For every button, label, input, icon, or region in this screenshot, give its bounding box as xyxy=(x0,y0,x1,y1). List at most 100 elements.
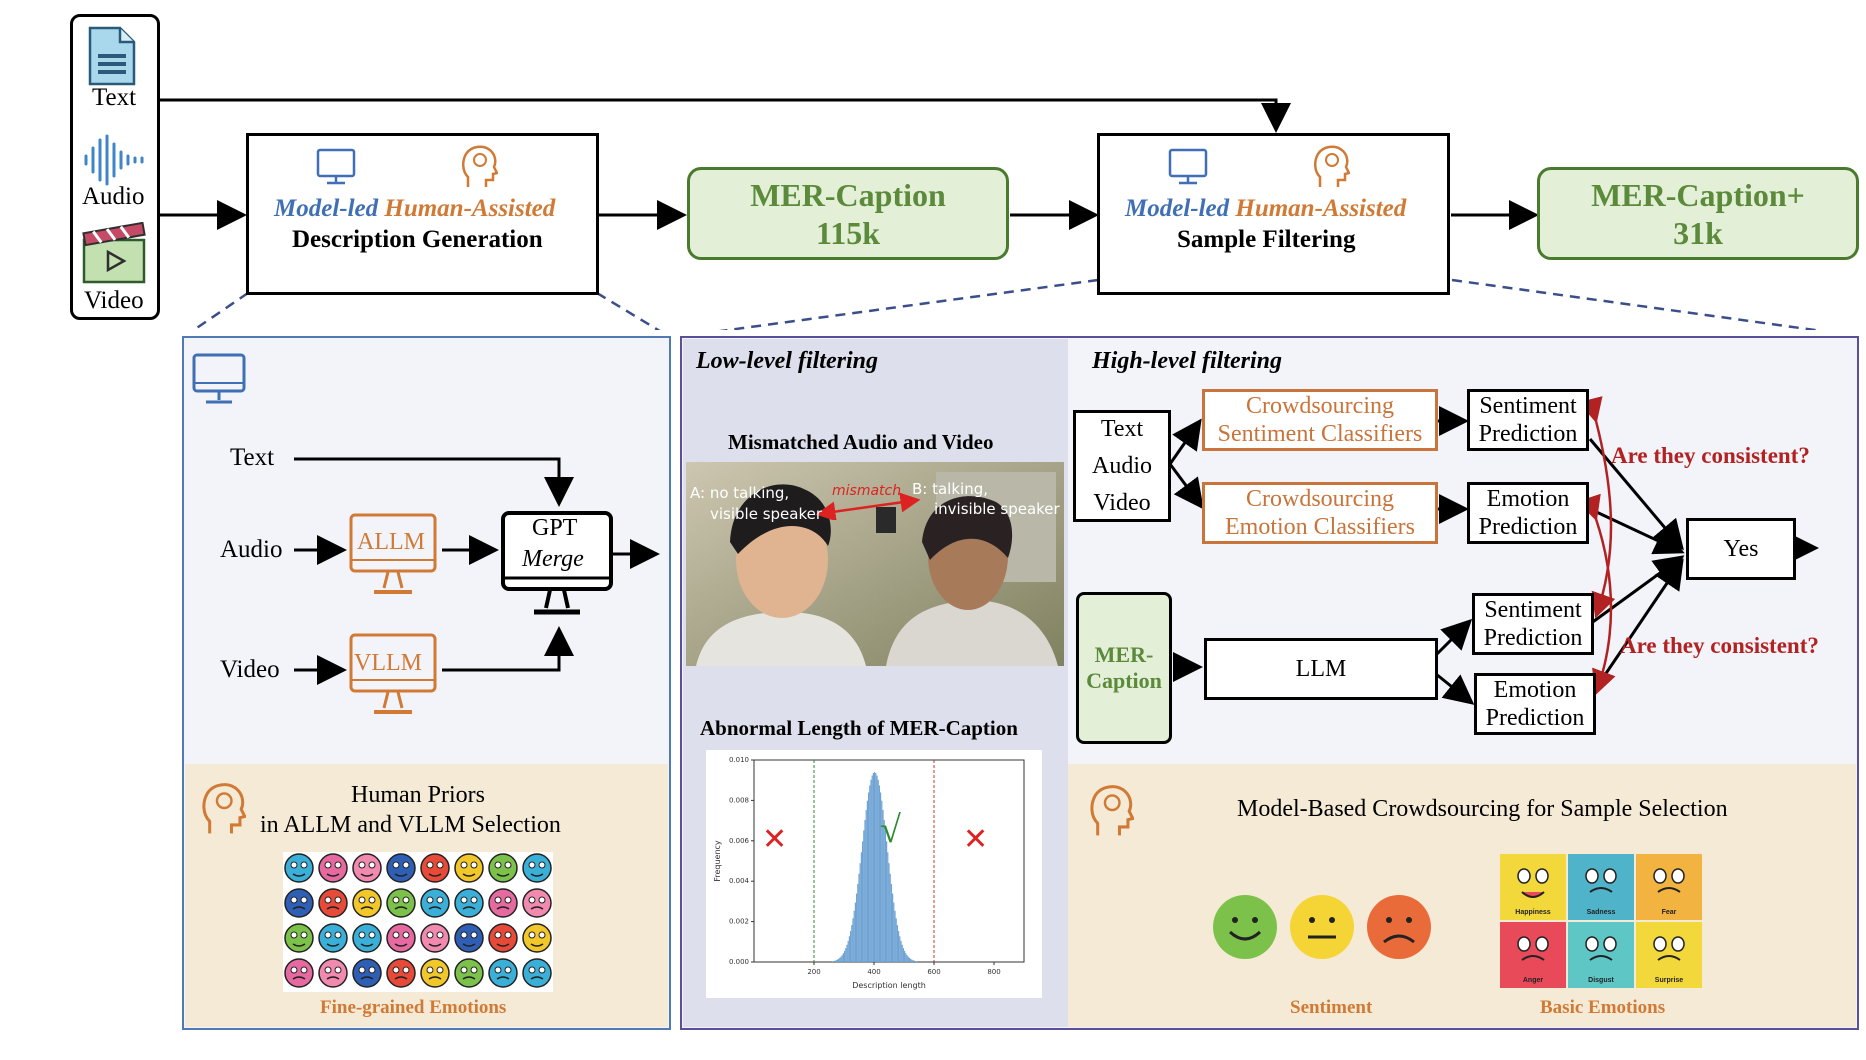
human-head-icon xyxy=(1090,785,1134,836)
sentiment-prediction-box-1: Sentiment Prediction xyxy=(1467,389,1589,451)
high-level-connectors xyxy=(1168,396,1819,705)
emotion-cell-label: Happiness xyxy=(1515,909,1551,916)
emoji-face-icon xyxy=(488,923,518,953)
emoji-face-icon xyxy=(318,853,348,883)
emo-pred-1-line2: Prediction xyxy=(1478,514,1578,540)
histogram-bar xyxy=(882,809,884,962)
histogram-bar xyxy=(865,809,867,962)
human-head-icon xyxy=(202,783,246,834)
histogram-bar xyxy=(856,893,858,962)
histogram-bar xyxy=(839,957,841,962)
histogram-bar xyxy=(863,830,865,962)
emotion-prediction-box-1: Emotion Prediction xyxy=(1467,482,1589,544)
histogram-bar xyxy=(842,953,844,962)
hl-input-box: Text Audio Video xyxy=(1073,410,1171,522)
mer-caption-input-box: MER- Caption xyxy=(1076,592,1172,744)
y-tick-label: 0.010 xyxy=(729,756,749,764)
histogram-bar xyxy=(896,925,898,962)
crowd-sent-line2: Sentiment Classifiers xyxy=(1217,421,1423,447)
yes-label: Yes xyxy=(1723,536,1759,562)
histogram-bar xyxy=(872,772,874,962)
fine-grained-label: Fine-grained Emotions xyxy=(320,997,507,1018)
histogram-bar xyxy=(854,902,856,962)
emotion-cell-surprise: Surprise xyxy=(1636,922,1702,988)
consistency-question-1: Are they consistent? xyxy=(1611,443,1810,468)
left-text-label: Text xyxy=(230,444,275,471)
allm-monitor-icon xyxy=(349,513,437,594)
crowd-emo-line2: Emotion Classifiers xyxy=(1225,514,1415,540)
emoji-face-icon xyxy=(284,923,314,953)
histogram-bar xyxy=(911,959,913,962)
emotion-cell-anger: Anger xyxy=(1500,922,1566,988)
histogram-bar xyxy=(890,883,892,962)
mer-caption-line2: Caption xyxy=(1086,668,1162,693)
histogram-bar xyxy=(853,910,855,962)
histogram-bar xyxy=(893,902,895,962)
description-generation-box xyxy=(246,133,599,295)
histogram-bar xyxy=(902,948,904,962)
emoji-face-icon xyxy=(522,888,552,918)
emoji-face-icon xyxy=(522,923,552,953)
histogram-bar xyxy=(881,800,883,962)
emoji-face-icon xyxy=(488,853,518,883)
merge-label: Merge xyxy=(522,546,584,572)
emotion-cell-disgust: Disgust xyxy=(1568,922,1634,988)
emotion-cell-fear: Fear xyxy=(1636,854,1702,920)
histogram-bar xyxy=(869,785,871,962)
reject-mark-right: ✕ xyxy=(963,822,989,857)
emotion-cell-label: Surprise xyxy=(1655,977,1684,984)
y-tick-label: 0.002 xyxy=(729,918,749,926)
histogram-bar xyxy=(916,961,918,962)
histogram-bar xyxy=(895,918,897,962)
emoji-face-icon xyxy=(488,958,518,988)
histogram-bar xyxy=(851,925,853,962)
human-head-icon xyxy=(462,145,498,187)
emoji-face-icon xyxy=(420,923,450,953)
histogram-bar xyxy=(835,960,837,962)
emotion-cell-label: Fear xyxy=(1662,909,1677,916)
sent-pred-1-line1: Sentiment xyxy=(1479,393,1577,419)
emoji-face-icon xyxy=(284,958,314,988)
emo-pred-2-line2: Prediction xyxy=(1485,705,1585,731)
histogram-bar xyxy=(844,950,846,962)
histogram-bar xyxy=(887,852,889,962)
video-clapper-icon xyxy=(82,222,146,284)
histogram-bar xyxy=(834,960,836,962)
emoji-face-icon xyxy=(420,853,450,883)
histogram-bar xyxy=(846,944,848,962)
histogram-bar xyxy=(868,792,870,962)
llm-label: LLM xyxy=(1295,656,1347,682)
histogram-bar xyxy=(906,955,908,962)
dataset2-name: MER-Caption+ xyxy=(1591,176,1805,213)
histogram-bar xyxy=(889,873,891,962)
histogram-bar xyxy=(894,910,896,962)
hl-input-video: Video xyxy=(1093,489,1151,516)
histogram-bar xyxy=(848,936,850,962)
x-tick-label: 400 xyxy=(867,968,880,976)
vllm-monitor-icon xyxy=(349,633,437,714)
histogram-bar xyxy=(832,961,834,962)
dataset2-size: 31k xyxy=(1673,214,1723,251)
histogram-bar xyxy=(910,958,912,962)
histogram-bar xyxy=(914,960,916,962)
emotion-prediction-box-2: Emotion Prediction xyxy=(1474,673,1596,735)
histogram-bar xyxy=(862,841,864,962)
histogram-bar xyxy=(878,785,880,962)
histogram-bar xyxy=(833,960,835,962)
histogram-bar xyxy=(900,940,902,962)
hl-input-audio: Audio xyxy=(1092,452,1152,479)
emoji-face-icon xyxy=(386,958,416,988)
gpt-monitor-icon xyxy=(501,511,613,615)
basic-emotions-label: Basic Emotions xyxy=(1540,997,1666,1018)
stage1-model-led: Model-led xyxy=(274,195,379,222)
histogram-bar xyxy=(845,948,847,962)
histogram-bar xyxy=(858,873,860,962)
left-video-label: Video xyxy=(220,656,280,683)
hl-input-text: Text xyxy=(1100,415,1144,442)
x-tick-label: 200 xyxy=(807,968,820,976)
histogram-bar xyxy=(886,841,888,962)
mer-caption-plus-dataset-box: MER-Caption+ 31k xyxy=(1537,167,1859,260)
